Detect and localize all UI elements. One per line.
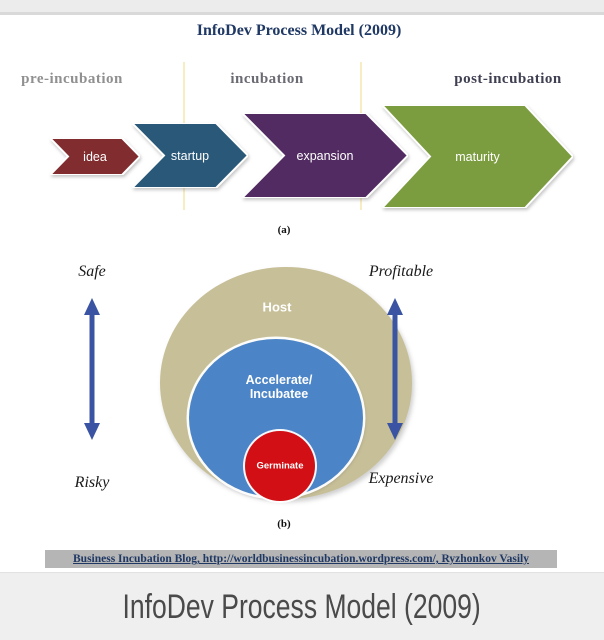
bottom-caption-text: InfoDev Process Model (2009)	[122, 587, 482, 626]
subfigure-caption-b: (b)	[277, 518, 291, 530]
phase-label-post-incubation: post-incubation	[454, 71, 562, 87]
venn-label-incubatee: Accelerate/ Incubatee	[246, 373, 313, 401]
phase-label-incubation: incubation	[230, 71, 304, 87]
process-step-label: maturity	[455, 149, 500, 164]
axis-label-safe: Safe	[78, 263, 106, 280]
process-step-label: idea	[83, 149, 107, 164]
process-step-label: startup	[170, 148, 210, 163]
process-step-startup: startup	[132, 123, 248, 188]
venn-circle-germinate	[245, 431, 315, 501]
venn-label-line2: Incubatee	[249, 387, 309, 401]
venn-label-host: Host	[262, 299, 292, 315]
process-step-expansion: expansion	[242, 113, 408, 198]
bottom-caption-bar: InfoDev Process Model (2009)	[0, 572, 604, 640]
chevron-arrow-icon	[242, 113, 408, 198]
process-step-label: expansion	[296, 148, 354, 163]
axis-label-expensive: Expensive	[368, 470, 434, 487]
chevron-arrow-icon	[132, 123, 248, 188]
top-chrome-strip	[0, 0, 604, 15]
double-arrow-icon	[84, 298, 100, 440]
phase-label-pre-incubation: pre-incubation	[21, 71, 123, 87]
chevron-arrow-icon	[50, 138, 140, 175]
source-citation: Business Incubation Blog, http://worldbu…	[45, 550, 557, 568]
process-step-maturity: maturity	[382, 105, 573, 208]
venn-label-germinate: Germinate	[256, 460, 304, 472]
axis-label-profitable: Profitable	[368, 263, 434, 280]
double-arrow-icon	[387, 298, 403, 440]
figure-title: InfoDev Process Model (2009)	[196, 22, 402, 39]
venn-label-line1: Accelerate/	[245, 373, 313, 387]
chevron-arrow-icon	[382, 105, 573, 208]
axis-label-risky: Risky	[74, 474, 110, 491]
subfigure-caption-a: (a)	[277, 224, 291, 236]
process-step-idea: idea	[50, 138, 140, 175]
